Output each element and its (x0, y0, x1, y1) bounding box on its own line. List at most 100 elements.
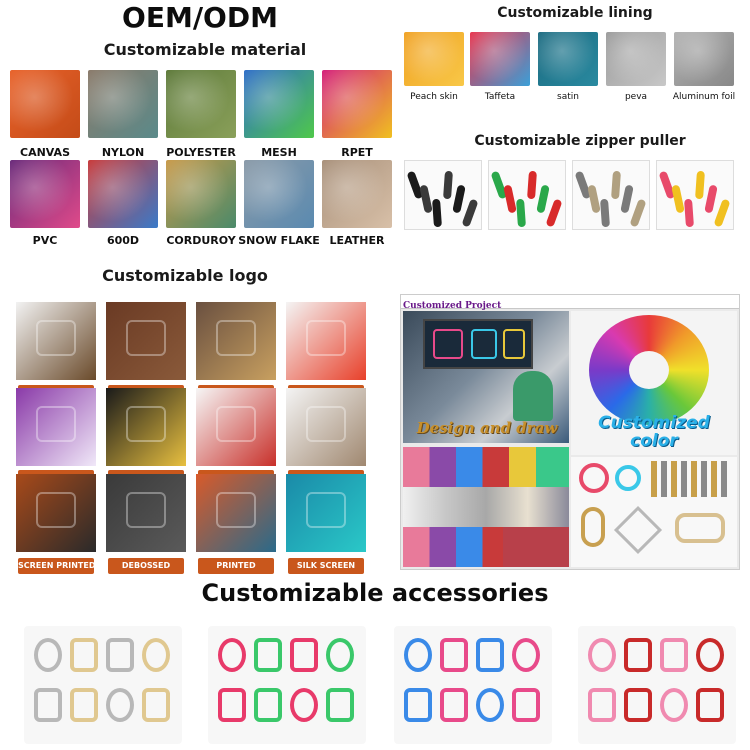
accessory-piece (70, 638, 98, 672)
material-swatch (322, 160, 392, 228)
material-label: MESH (261, 146, 297, 159)
accessory-piece (404, 638, 432, 672)
logo-sample (196, 302, 276, 380)
logo-sample (106, 474, 186, 552)
material-swatch (244, 160, 314, 228)
logo-mark (126, 492, 166, 528)
zipper-thumb-cord-pullers (656, 160, 734, 230)
accessory-piece (142, 638, 170, 672)
accessory-metal-rings-buckles (24, 626, 182, 744)
lining-swatch (606, 32, 666, 86)
lining-label: peva (624, 92, 648, 102)
lining-swatch (674, 32, 734, 86)
material-fold (88, 70, 158, 138)
zipper-puller (629, 198, 647, 228)
accessory-piece (624, 688, 652, 722)
material-swatch (244, 70, 314, 138)
logo-sample (196, 388, 276, 466)
lining-sheen (674, 32, 734, 86)
material-swatch (88, 70, 158, 138)
accessory-piece (588, 638, 616, 672)
logo-mark (216, 406, 256, 442)
logo-sample (286, 474, 366, 552)
zipper-puller (704, 184, 718, 214)
accessory-piece (404, 688, 432, 722)
logo-mark (216, 492, 256, 528)
zipper-thumb-black-pullers (404, 160, 482, 230)
material-label: CANVAS (20, 146, 70, 159)
logo-mark (36, 492, 76, 528)
accessory-piece (70, 688, 98, 722)
accessories-heading: Customizable accessories (201, 579, 549, 607)
material-heading: Customizable material (103, 40, 307, 59)
material-fold (10, 70, 80, 138)
logo-sample (16, 388, 96, 466)
accessory-colored-tri-glide-buckles (578, 626, 736, 744)
logo-mark (36, 406, 76, 442)
lining-sheen (470, 32, 530, 86)
accessory-piece (440, 688, 468, 722)
zipper-puller (611, 170, 621, 200)
accessory-piece (290, 688, 318, 722)
design-person (513, 371, 553, 421)
accessory-plastic-slider-buckles (394, 626, 552, 744)
material-fold (244, 70, 314, 138)
accessory-piece (660, 638, 688, 672)
page-title: OEM/ODM (122, 1, 278, 34)
lining-label: Taffeta (484, 92, 516, 102)
lining-sheen (404, 32, 464, 86)
lining-label: satin (557, 92, 579, 102)
accessory-piece (440, 638, 468, 672)
logo-sample (196, 474, 276, 552)
zipper-puller (671, 184, 685, 214)
accessory-piece (512, 638, 540, 672)
material-fold (244, 160, 314, 228)
material-label: RPET (341, 146, 373, 159)
logo-mark (306, 492, 346, 528)
color-wheel-photo: Customized color (571, 311, 737, 455)
accessory-piece (106, 638, 134, 672)
zipper-puller (527, 170, 537, 200)
zipper-puller (620, 184, 634, 214)
lining-label: Aluminum foil (672, 92, 736, 102)
lining-heading: Customizable lining (497, 5, 653, 21)
material-swatch (166, 160, 236, 228)
material-swatch (322, 70, 392, 138)
accessory-piece (326, 688, 354, 722)
logo-sample (106, 388, 186, 466)
material-fold (322, 160, 392, 228)
logo-mark (126, 406, 166, 442)
accessory-piece (254, 688, 282, 722)
accessory-piece (218, 688, 246, 722)
material-fold (166, 70, 236, 138)
material-label: NYLON (101, 146, 145, 159)
material-swatch (10, 160, 80, 228)
material-label: POLYESTER (166, 146, 236, 159)
zipper-puller (587, 184, 601, 214)
zipper-puller (545, 198, 563, 228)
material-label: 600D (106, 234, 140, 247)
accessory-piece (660, 688, 688, 722)
material-swatch (10, 70, 80, 138)
logo-type-label: DEBOSSED (108, 558, 184, 574)
logo-sample (286, 388, 366, 466)
lining-swatch (538, 32, 598, 86)
zipper-puller (419, 184, 433, 214)
zipper-puller (600, 198, 610, 228)
zipper-puller (443, 170, 453, 200)
accessory-piece (588, 688, 616, 722)
logo-sample (16, 302, 96, 380)
accessory-plastic-side-release-buckles (208, 626, 366, 744)
color-text-1: Customized (598, 413, 710, 433)
logo-sample (16, 474, 96, 552)
logo-type-label: SCREEN PRINTED (18, 558, 94, 574)
logo-mark (126, 320, 166, 356)
project-panel: Customized Project Design and draw Custo… (400, 294, 740, 570)
fabric-collage (403, 447, 569, 567)
zipper-thumb-metal-pullers (572, 160, 650, 230)
project-banner-label: Customized Project (403, 301, 502, 311)
accessory-piece (476, 688, 504, 722)
logo-sample (286, 302, 366, 380)
accessory-piece (218, 638, 246, 672)
material-label: LEATHER (329, 234, 385, 247)
